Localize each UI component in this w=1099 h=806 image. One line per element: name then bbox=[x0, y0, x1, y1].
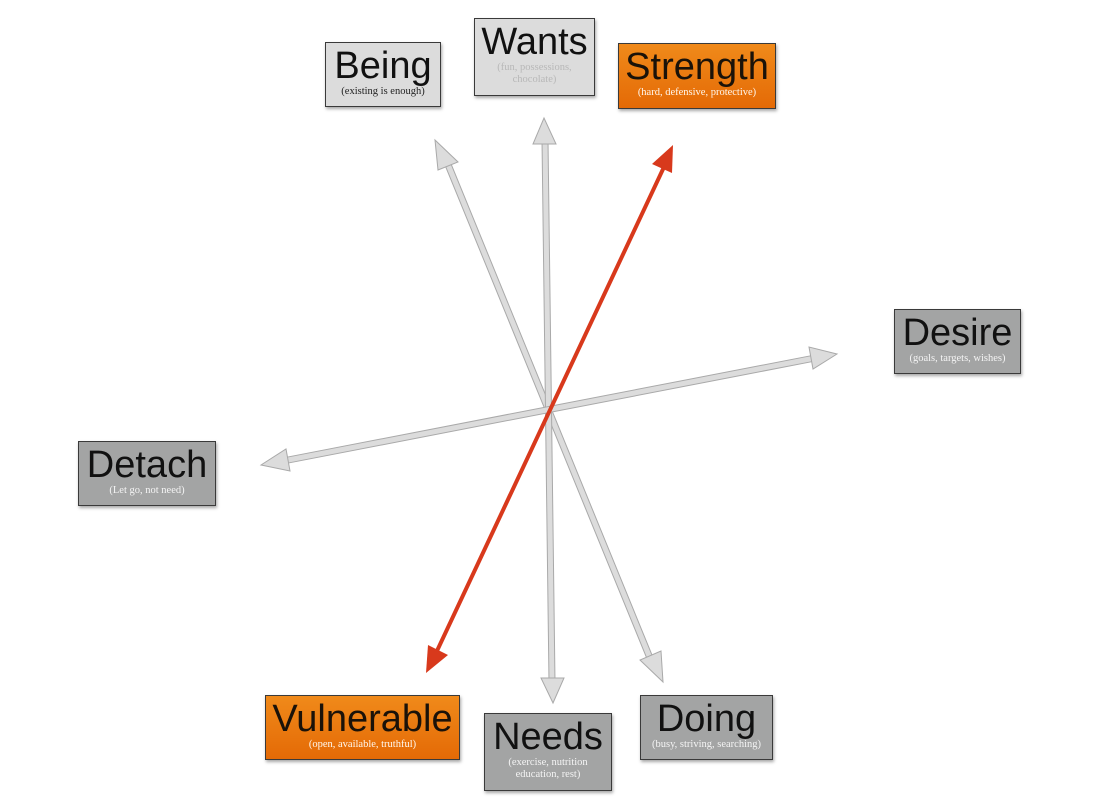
wants-title: Wants bbox=[481, 21, 588, 63]
strength-box: Strength (hard, defensive, protective) bbox=[618, 43, 776, 109]
doing-title: Doing bbox=[656, 698, 757, 740]
needs-title: Needs bbox=[493, 716, 603, 758]
arrowhead-vulnerable bbox=[426, 645, 448, 673]
axis-strength-vulnerable bbox=[426, 145, 673, 673]
needs-subtitle: (exercise, nutrition education, rest) bbox=[508, 757, 588, 780]
arrowhead-doing bbox=[639, 650, 664, 684]
needs-box: Needs (exercise, nutrition education, re… bbox=[484, 713, 612, 791]
arrowhead-detach bbox=[259, 448, 291, 472]
detach-subtitle: (Let go, not need) bbox=[109, 485, 185, 496]
vulnerable-subtitle: (open, available, truthful) bbox=[308, 739, 417, 750]
doing-subtitle: (busy, striving, searching) bbox=[652, 739, 761, 750]
detach-title: Detach bbox=[86, 444, 208, 486]
desire-box: Desire (goals, targets, wishes) bbox=[894, 309, 1021, 374]
doing-box: Doing (busy, striving, searching) bbox=[640, 695, 773, 760]
strength-subtitle: (hard, defensive, protective) bbox=[637, 87, 757, 98]
desire-subtitle: (goals, targets, wishes) bbox=[909, 353, 1006, 364]
arrowhead-needs bbox=[540, 677, 565, 705]
arrowhead-being bbox=[434, 138, 459, 171]
wants-subtitle: (fun, possessions, chocolate) bbox=[497, 62, 572, 85]
being-subtitle: (existing is enough) bbox=[341, 86, 425, 97]
vulnerable-title: Vulnerable bbox=[272, 698, 453, 740]
vulnerable-box: Vulnerable (open, available, truthful) bbox=[265, 695, 460, 760]
desire-title: Desire bbox=[902, 312, 1013, 354]
arrowhead-strength bbox=[652, 145, 673, 173]
being-title: Being bbox=[334, 45, 432, 87]
strength-title: Strength bbox=[625, 46, 769, 88]
being-box: Being (existing is enough) bbox=[325, 42, 441, 107]
detach-box: Detach (Let go, not need) bbox=[78, 441, 216, 506]
arrowhead-desire bbox=[808, 346, 839, 370]
wants-box: Wants (fun, possessions, chocolate) bbox=[474, 18, 595, 96]
arrowhead-wants bbox=[532, 116, 557, 145]
